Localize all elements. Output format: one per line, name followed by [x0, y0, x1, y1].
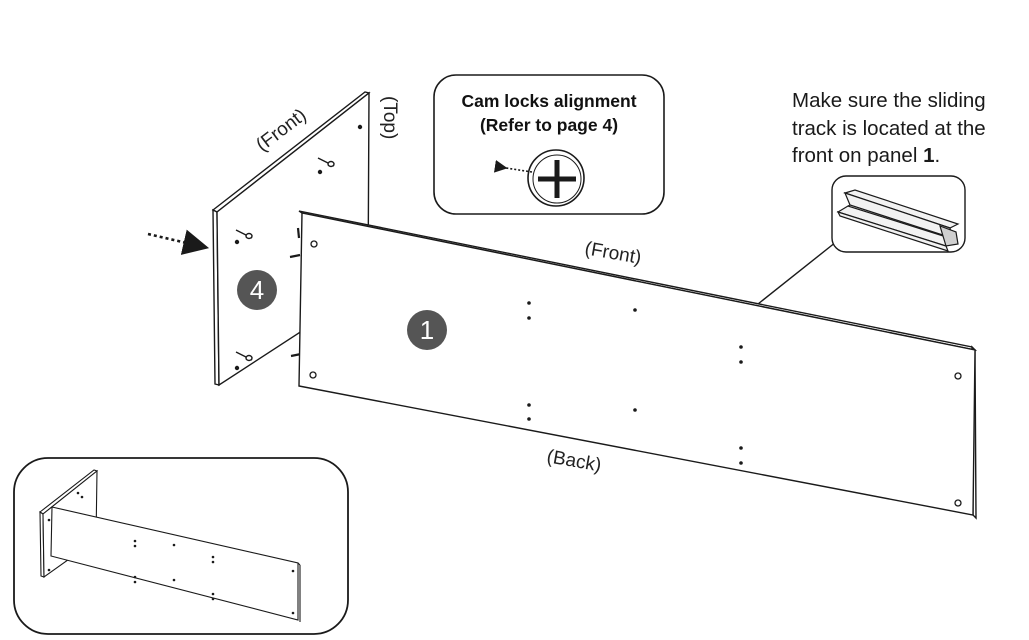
- badge-panel-1: 1: [407, 310, 447, 350]
- badge-panel-4: 4: [237, 270, 277, 310]
- note-text: Make sure the sliding track is located a…: [792, 89, 986, 167]
- panel-1-cam-holes: [527, 301, 743, 465]
- panel-4-top-label: (Top): [379, 96, 400, 139]
- cam-lock-callout-text: Cam locks alignment (Refer to page 4): [436, 89, 662, 137]
- note-panel-number: 1: [923, 144, 935, 167]
- cam-lock-callout-box: [433, 74, 665, 215]
- panel-4-dowels: [234, 124, 363, 371]
- sliding-track-icon: [836, 189, 960, 252]
- cam-lock-callout-title: Cam locks alignment: [461, 91, 637, 111]
- dotted-arrow-icon: [147, 229, 210, 255]
- cam-lock-callout-reference: (Refer to page 4): [479, 115, 619, 135]
- badge-panel-4-text: 4: [250, 275, 264, 305]
- overview-holes: [47, 491, 295, 615]
- note-period: .: [934, 144, 941, 167]
- panel-1: [298, 210, 978, 520]
- panel-1-front-label: (Front): [583, 238, 643, 269]
- badge-panel-1-text: 1: [420, 315, 434, 345]
- panel-1-back-label: (Back): [545, 446, 603, 476]
- cam-lock-cross-icon: [493, 149, 585, 207]
- overview-assembly: [39, 469, 301, 622]
- sliding-track-note: Make sure the sliding track is located a…: [792, 87, 1028, 170]
- panel-1-holes: [309, 240, 962, 507]
- track-leader-line: [757, 241, 837, 305]
